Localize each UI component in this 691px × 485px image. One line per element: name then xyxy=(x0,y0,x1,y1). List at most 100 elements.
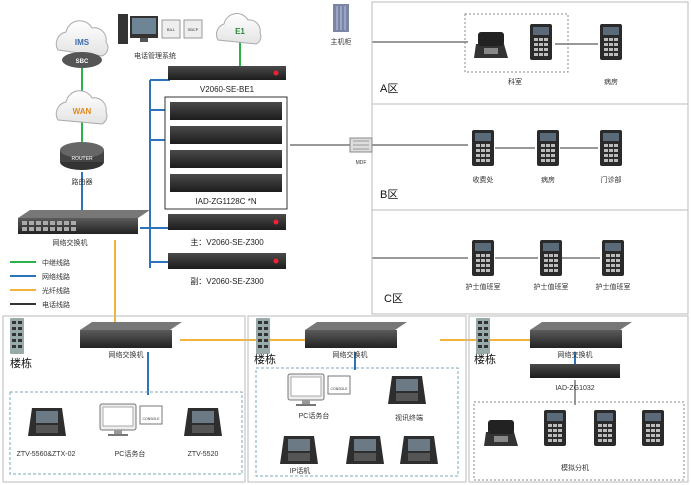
building-1-terminal-box xyxy=(9,391,243,475)
server-caption: 电话管理系统 xyxy=(134,51,176,60)
zone-a: A区 科室 病房 xyxy=(380,24,622,95)
wan-cloud: WAN xyxy=(55,90,108,125)
zone-c-label-3: 护士值班室 xyxy=(596,282,631,291)
building-3: 楼栋 网络交换机 IAD-ZG1032 模拟分机 xyxy=(474,318,664,472)
zone-c-name: C区 xyxy=(384,293,403,305)
building-2-pc-label: PC话务台 xyxy=(299,411,330,420)
backup-gateway-label: 副：V2060-SE-Z300 xyxy=(190,277,264,286)
zone-a-room-box xyxy=(464,13,569,73)
bill-label: BILL xyxy=(167,27,176,32)
building-3-analog-phone-2 xyxy=(594,410,616,446)
legend-fiber: 光纤线路 xyxy=(42,286,70,295)
iad-stack: IAD-ZG1128C *N xyxy=(164,96,288,210)
zone-b-phone-2 xyxy=(537,130,559,166)
building-1-pc-label: PC话务台 xyxy=(115,449,146,458)
building-3-frame xyxy=(468,315,689,483)
zone-c-phone-3 xyxy=(602,240,624,276)
legend: 中继线路 网络线路 光纤线路 电话线路 xyxy=(10,258,70,309)
main-gateway: 主：V2060-SE-Z300 xyxy=(168,214,286,247)
sbc-label: SBC xyxy=(76,59,89,65)
building-2-ip-phone-2 xyxy=(346,436,384,464)
building-1-phone-1-label: ZTV-5560&ZTX-02 xyxy=(17,451,76,458)
core-switch: 网络交换机 xyxy=(18,210,150,247)
building-2-video-label: 视讯终端 xyxy=(395,413,423,422)
building-2-video-terminal xyxy=(388,376,426,404)
building-3-analog-phone-3 xyxy=(642,410,664,446)
building-2-label: 楼栋 xyxy=(254,352,276,366)
zone-c-phone-2 xyxy=(540,240,562,276)
building-1-console: CONSOLE xyxy=(142,417,160,421)
zone-b-label-1: 收费处 xyxy=(473,175,494,184)
building-3-desk-phone xyxy=(484,420,518,446)
main-gateway-label: 主：V2060-SE-Z300 xyxy=(190,237,264,247)
zone-a-label-1: 科室 xyxy=(508,77,522,86)
building-2-switch-icon xyxy=(256,318,270,354)
building-1-phone-1 xyxy=(28,408,66,436)
sbc-node: SBC xyxy=(62,52,102,68)
connection-lines xyxy=(81,41,600,405)
router-icon-text: ROUTER xyxy=(71,156,93,162)
zone-c-phone-1 xyxy=(472,240,494,276)
zone-b: B区 收费处 病房 门诊部 xyxy=(380,130,622,201)
zone-c: C区 护士值班室 护士值班室 护士值班室 xyxy=(384,240,631,305)
building-1: 楼栋 网络交换机 CONSOLE ZTV-5560&ZTX-02 PC话务台 Z… xyxy=(10,318,222,458)
zone-b-label-3: 门诊部 xyxy=(601,175,622,184)
building-1-frame xyxy=(2,315,246,483)
zone-a-desk-phone xyxy=(474,32,508,58)
gateway-be1-label: V2060-SE-BE1 xyxy=(200,85,255,94)
ims-label: IMS xyxy=(75,38,90,47)
zone-frame xyxy=(371,1,689,315)
zone-a-label-2: 病房 xyxy=(604,77,618,86)
building-3-switch-icon xyxy=(476,318,490,354)
main-cabinet: 主机柜 xyxy=(331,4,352,46)
building-2: 楼栋 网络交换机 CONSOLE PC话务台 视讯终端 IP话机 xyxy=(254,318,438,475)
building-1-pc xyxy=(99,403,137,437)
zone-b-label-2: 病房 xyxy=(541,175,555,184)
zone-a-ward-phone xyxy=(600,24,622,60)
ims-cloud: IMS xyxy=(55,20,109,57)
mdf-label: MDF xyxy=(356,160,367,166)
sbcp-box xyxy=(183,19,203,39)
gateway-be1: V2060-SE-BE1 xyxy=(168,66,286,94)
management-server: BILL SBCP 电话管理系统 xyxy=(118,14,203,60)
zone-a-keypad-phone xyxy=(530,24,552,60)
cabinet-caption: 主机柜 xyxy=(331,37,352,46)
building-3-iad xyxy=(530,364,620,378)
mdf-block: MDF xyxy=(349,137,373,166)
building-2-ip-phone-1 xyxy=(280,436,318,464)
legend-network: 网络线路 xyxy=(42,272,70,281)
iad-stack-label: IAD-ZG1128C *N xyxy=(195,197,256,206)
zone-b-phone-3 xyxy=(600,130,622,166)
building-2-terminal-box xyxy=(255,367,459,477)
zone-a-name: A区 xyxy=(380,83,398,95)
building-2-switch-label: 网络交换机 xyxy=(333,350,368,359)
building-1-switch-icon xyxy=(10,318,24,354)
zone-c-label-2: 护士值班室 xyxy=(534,282,569,291)
e1-label: E1 xyxy=(235,27,245,36)
building-1-phone-2 xyxy=(184,408,222,436)
building-1-phone-2-label: ZTV-5520 xyxy=(188,451,219,458)
legend-trunk: 中继线路 xyxy=(42,258,70,267)
core-switch-label: 网络交换机 xyxy=(53,238,88,247)
building-1-label: 楼栋 xyxy=(10,356,32,370)
building-3-iad-label: IAD-ZG1032 xyxy=(555,385,594,392)
building-2-ip-phone-3 xyxy=(400,436,438,464)
building-3-terminal-box xyxy=(473,401,685,481)
building-2-ip-label: IP话机 xyxy=(290,466,311,475)
building-3-switch-label: 网络交换机 xyxy=(558,350,593,359)
zone-b-name: B区 xyxy=(380,189,398,201)
legend-phone: 电话线路 xyxy=(42,300,70,309)
router: ROUTER 路由器 xyxy=(60,142,104,186)
bill-box xyxy=(161,19,181,39)
wan-label: WAN xyxy=(73,107,92,116)
zone-b-phone-1 xyxy=(472,130,494,166)
building-3-label: 楼栋 xyxy=(474,352,496,366)
sbcp-label: SBCP xyxy=(188,27,199,32)
building-2-console: CONSOLE xyxy=(330,387,348,391)
building-1-switch-label: 网络交换机 xyxy=(109,350,144,359)
building-3-analog-phone-1 xyxy=(544,410,566,446)
building-3-analog-label: 模拟分机 xyxy=(561,463,589,472)
router-caption: 路由器 xyxy=(72,177,93,186)
